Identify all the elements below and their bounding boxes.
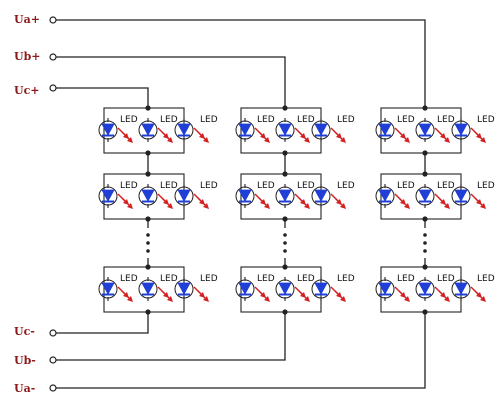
led-symbol [415, 184, 450, 209]
led-label: LED [257, 274, 275, 284]
led-label: LED [437, 115, 455, 125]
led-group-c1-r2: LED LED LED [98, 171, 218, 222]
led-symbol [415, 118, 450, 143]
led-label: LED [437, 274, 455, 284]
ellipsis-dot [423, 241, 427, 245]
junction-dot [145, 309, 151, 315]
led-label: LED [337, 181, 355, 191]
led-symbol [375, 277, 410, 302]
ellipsis-dot [283, 241, 287, 245]
led-group-c1-r3: LED LED LED [98, 264, 218, 315]
junction-dot [422, 309, 428, 315]
led-label: LED [297, 115, 315, 125]
led-symbol [375, 118, 410, 143]
led-label: LED [477, 274, 495, 284]
led-symbol [375, 184, 410, 209]
junction-dot [282, 309, 288, 315]
terminal-label-uc-plus: Uc+ [14, 84, 40, 97]
wire-ub-plus [56, 56, 286, 108]
junction-dot [145, 105, 151, 111]
led-symbol [235, 118, 270, 143]
terminal-uc-minus [49, 329, 57, 337]
ellipsis-dot [146, 233, 150, 237]
led-group-c2-r1: LED LED LED [235, 105, 355, 156]
led-group-c2-r3: LED LED LED [235, 264, 355, 315]
led-group-c3-r1: LED LED LED [375, 105, 495, 156]
terminal-ub-plus [49, 53, 57, 61]
led-label: LED [397, 181, 415, 191]
led-symbol [235, 277, 270, 302]
led-symbol [275, 277, 310, 302]
led-label: LED [257, 115, 275, 125]
wire-uc-minus [56, 312, 149, 334]
ellipsis-dot [283, 249, 287, 253]
led-symbol [98, 184, 133, 209]
terminal-uc-plus [49, 84, 57, 92]
led-symbol [311, 118, 346, 143]
wire-uc-plus [56, 87, 149, 108]
terminal-ua-minus [49, 384, 57, 392]
led-symbol [415, 277, 450, 302]
led-label: LED [160, 181, 178, 191]
led-label: LED [120, 181, 138, 191]
led-label: LED [297, 181, 315, 191]
led-label: LED [160, 115, 178, 125]
led-label: LED [297, 274, 315, 284]
led-symbol [98, 118, 133, 143]
led-symbol [138, 277, 173, 302]
terminal-ub-minus [49, 356, 57, 364]
terminal-label-ub-minus: Ub- [14, 354, 36, 367]
led-symbol [98, 277, 133, 302]
led-label: LED [477, 181, 495, 191]
led-label: LED [257, 181, 275, 191]
junction-dot [282, 105, 288, 111]
terminal-label-uc-minus: Uc- [14, 325, 35, 338]
ellipsis-dot [146, 241, 150, 245]
led-label: LED [477, 115, 495, 125]
led-symbol [311, 277, 346, 302]
led-symbol [451, 118, 486, 143]
led-group-c3-r3: LED LED LED [375, 264, 495, 315]
led-symbol [174, 118, 209, 143]
led-symbol [275, 118, 310, 143]
led-label: LED [200, 181, 218, 191]
led-label: LED [160, 274, 178, 284]
led-label: LED [337, 274, 355, 284]
terminal-label-ub-plus: Ub+ [14, 50, 41, 63]
terminal-label-ua-plus: Ua+ [14, 13, 40, 26]
led-symbol [174, 277, 209, 302]
led-label: LED [397, 274, 415, 284]
led-label: LED [200, 115, 218, 125]
ellipsis-dot [423, 233, 427, 237]
led-symbol [174, 184, 209, 209]
led-symbol [451, 184, 486, 209]
led-group-c1-r1: LED LED LED [98, 105, 218, 156]
led-symbol [138, 118, 173, 143]
led-group-c3-r2: LED LED LED [375, 171, 495, 222]
junction-dot [422, 105, 428, 111]
terminal-ua-plus [49, 16, 57, 24]
led-label: LED [337, 115, 355, 125]
led-label: LED [397, 115, 415, 125]
led-label: LED [120, 274, 138, 284]
led-label: LED [200, 274, 218, 284]
wire-ub-minus [56, 312, 286, 361]
wire-ua-plus [56, 19, 426, 108]
wire-ua-minus [56, 312, 426, 389]
ellipsis-dot [146, 249, 150, 253]
led-symbol [311, 184, 346, 209]
led-label: LED [437, 181, 455, 191]
ellipsis-dot [283, 233, 287, 237]
led-group-c2-r2: LED LED LED [235, 171, 355, 222]
led-symbol [275, 184, 310, 209]
ellipsis-dot [423, 249, 427, 253]
terminal-label-ua-minus: Ua- [14, 382, 35, 395]
led-symbol [235, 184, 270, 209]
led-symbol [138, 184, 173, 209]
led-label: LED [120, 115, 138, 125]
led-symbol [451, 277, 486, 302]
